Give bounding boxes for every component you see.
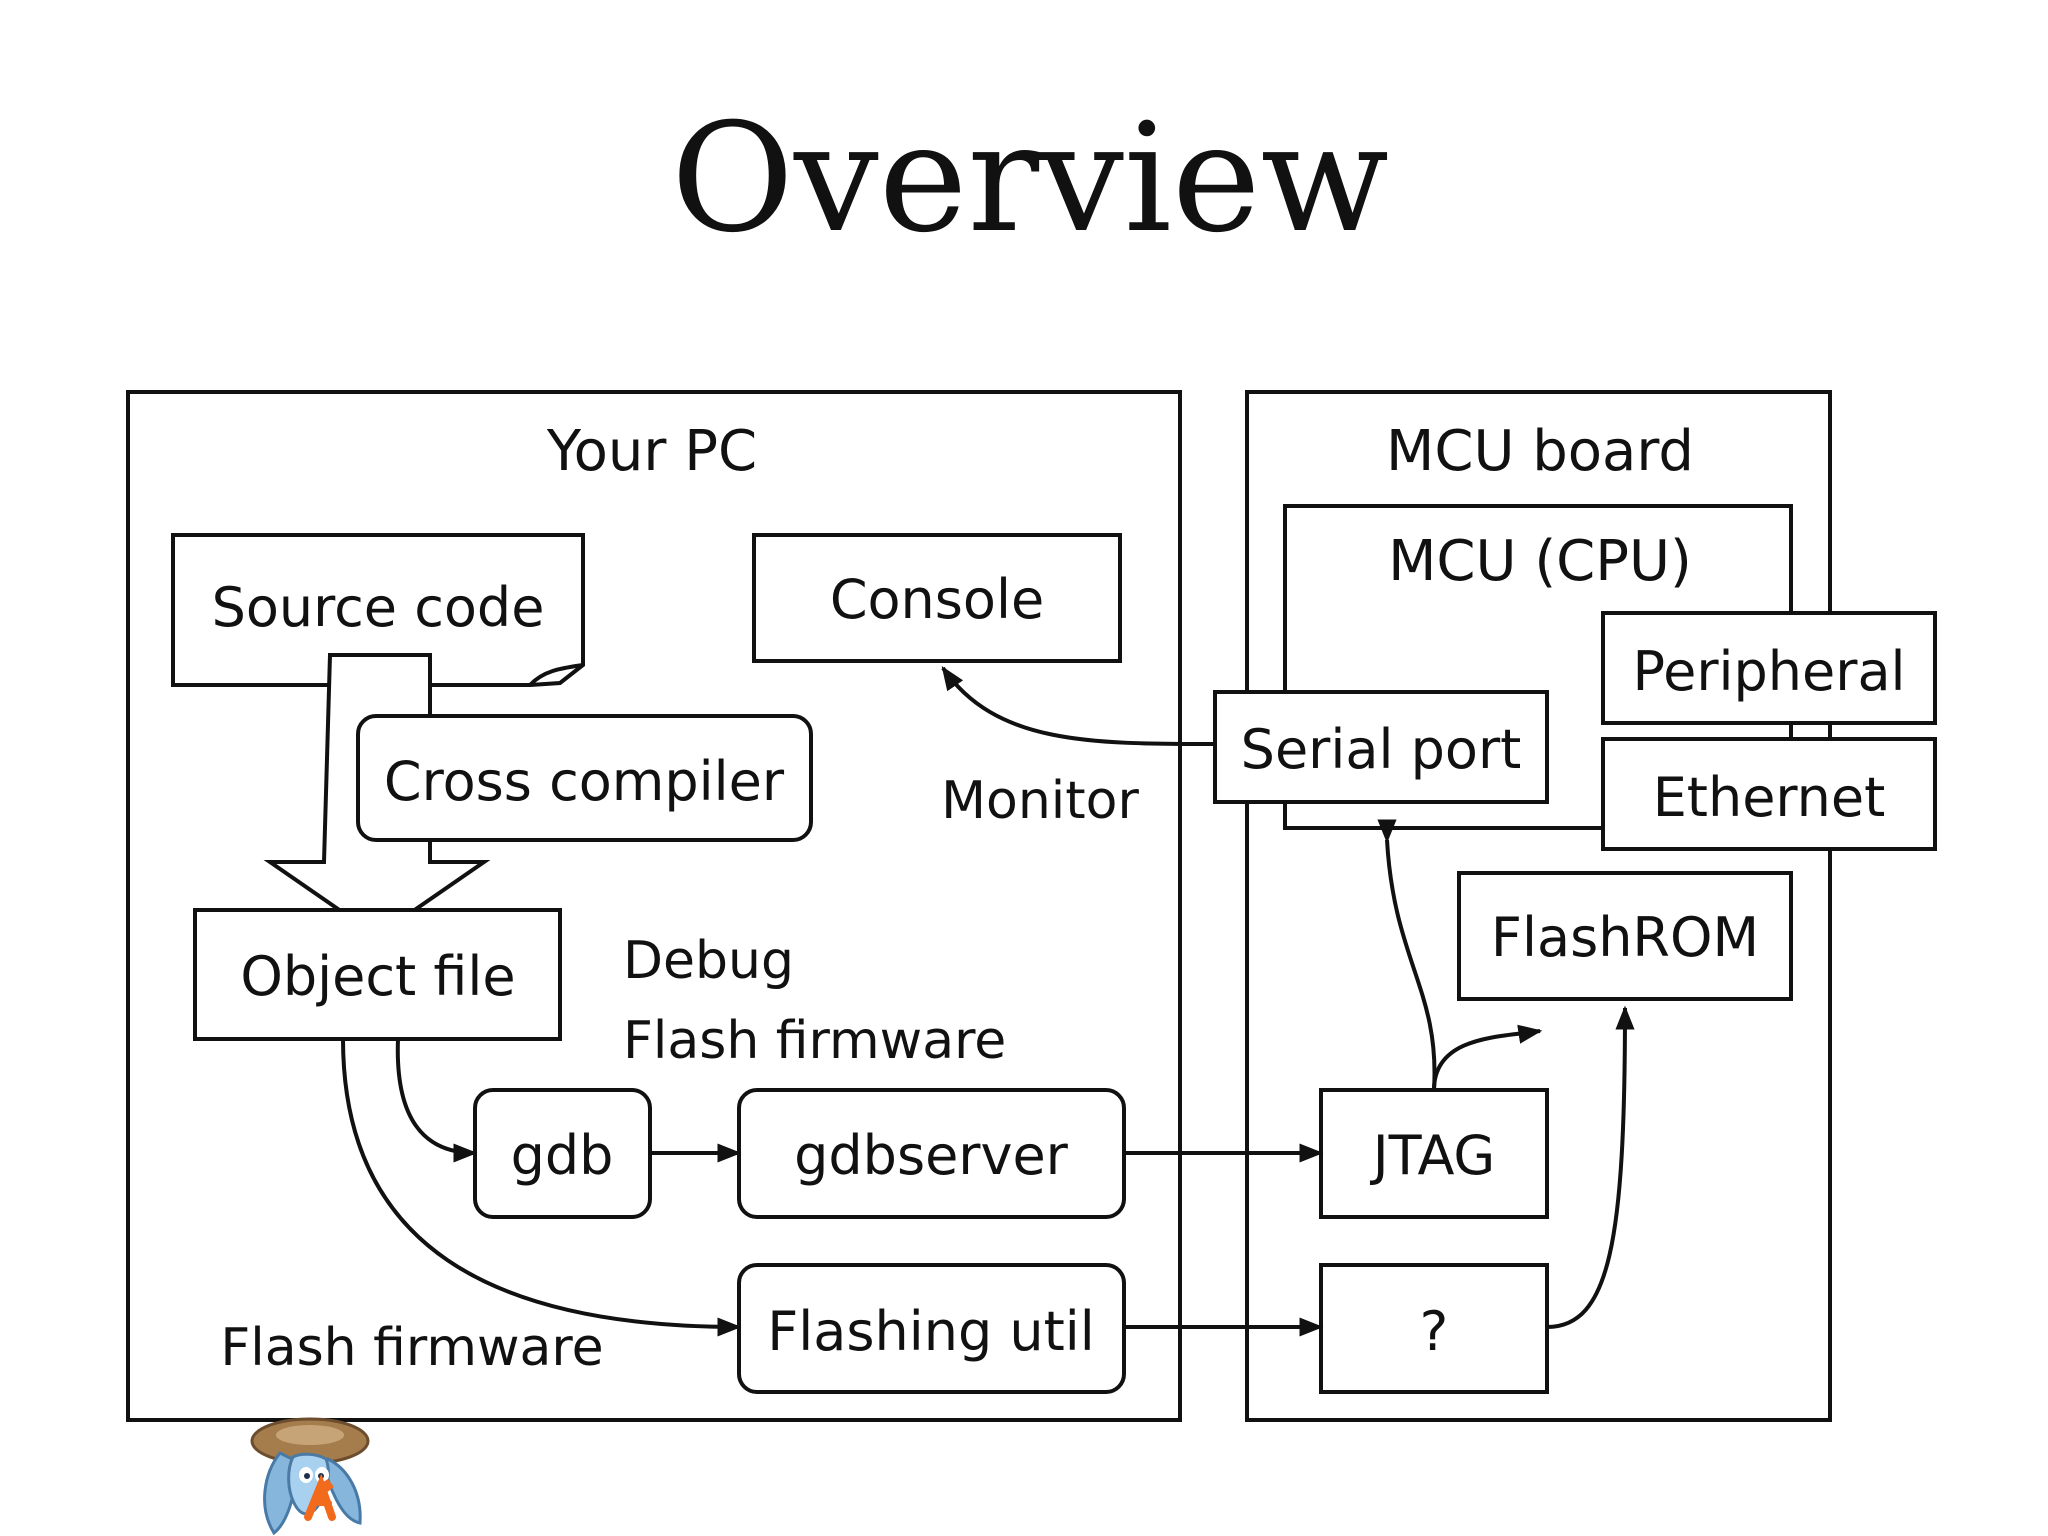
slide-title: Overview bbox=[671, 92, 1389, 266]
ethernet-box bbox=[1601, 737, 1937, 851]
your-pc-label: Your PC bbox=[546, 419, 757, 484]
mcu-cpu-label: MCU (CPU) bbox=[1388, 529, 1692, 594]
mcu-board-label: MCU board bbox=[1386, 419, 1694, 484]
mascot-logo-icon bbox=[250, 1417, 370, 1536]
console-box bbox=[752, 533, 1122, 663]
console-label: Console bbox=[830, 568, 1044, 631]
gdb-label: gdb bbox=[511, 1124, 614, 1187]
source-code-label: Source code bbox=[212, 576, 545, 639]
unknown-adapter-label: ? bbox=[1420, 1300, 1449, 1363]
jtag-to-flashrom-arrow bbox=[1432, 1024, 1543, 1091]
flashrom-label: FlashROM bbox=[1491, 906, 1759, 969]
jtag-box bbox=[1319, 1088, 1549, 1219]
source-code-fold bbox=[528, 663, 584, 687]
object-file-box bbox=[193, 908, 562, 1041]
peripheral-label: Peripheral bbox=[1632, 640, 1905, 703]
flash-firmware-label: Flash firmware bbox=[220, 1318, 603, 1378]
source-code-box bbox=[171, 533, 585, 687]
object-file-to-flashing-util-arrow bbox=[341, 1038, 742, 1337]
serial-port-label: Serial port bbox=[1241, 718, 1522, 781]
gdbserver-label: gdbserver bbox=[794, 1124, 1069, 1187]
your-pc-frame bbox=[126, 390, 1182, 1422]
cross-compiler-box bbox=[356, 714, 813, 842]
ethernet-label: Ethernet bbox=[1653, 766, 1886, 829]
jtag-to-serial-port-arrow bbox=[1377, 819, 1437, 1091]
cross-compiler-label: Cross compiler bbox=[384, 750, 785, 813]
flash-firmware-debug-label: Flash firmware bbox=[623, 1011, 1006, 1071]
unknown-adapter-to-flashrom-arrow bbox=[1546, 1005, 1635, 1329]
jtag-label: JTAG bbox=[1370, 1124, 1496, 1187]
object-file-label: Object file bbox=[240, 945, 515, 1008]
serial-port-to-console-arrow bbox=[941, 666, 1216, 746]
flashing-util-label: Flashing util bbox=[767, 1300, 1095, 1363]
debug-label: Debug bbox=[623, 931, 794, 991]
unknown-adapter-box bbox=[1319, 1263, 1549, 1394]
object-file-to-gdb-arrow bbox=[395, 1038, 478, 1163]
peripheral-box bbox=[1601, 611, 1937, 725]
monitor-label: Monitor bbox=[941, 771, 1139, 831]
mcu-board-frame bbox=[1245, 390, 1832, 1422]
serial-port-box bbox=[1213, 690, 1549, 804]
flashrom-box bbox=[1457, 871, 1793, 1001]
